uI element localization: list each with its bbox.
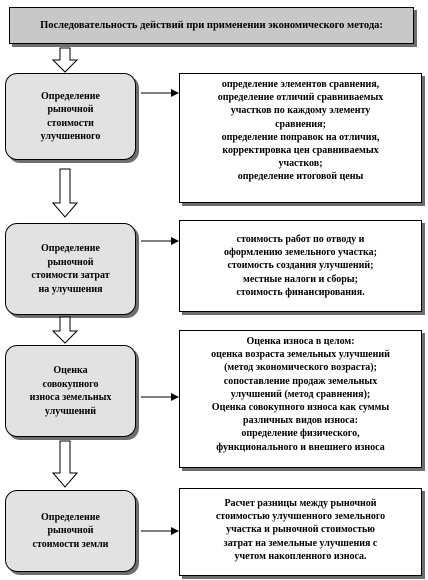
right-arrow-icon [141, 89, 179, 97]
detail-line: сопоставление продаж земельных [223, 375, 378, 387]
details-land-market-value: Расчет разницы между рыночной стоимостью… [179, 488, 422, 576]
detail-line: сравнения; [275, 118, 326, 130]
down-arrow-icon [52, 47, 78, 73]
details-cost-of-improvements: стоимость работ по отводу и оформлению з… [179, 220, 422, 312]
detail-line: определение итоговой цены [237, 171, 364, 183]
detail-line: учетом накопленного износа. [234, 550, 367, 562]
step-land-market-value: Определение рыночной стоимости земли [5, 490, 136, 572]
detail-line: определение поправок на отличия, [221, 131, 380, 143]
detail-line: стоимостью улучшенного земельного [215, 511, 386, 523]
detail-line: определение элементов сравнения, [221, 79, 380, 90]
step-market-value-improved: Определение рыночной стоимости улучшенно… [5, 73, 136, 160]
detail-line: определение физического, [241, 428, 360, 440]
right-arrow-icon [141, 527, 179, 535]
detail-line: Расчет разницы между рыночной [224, 498, 377, 509]
detail-line: (метод экономического возраста); [224, 362, 377, 374]
detail-line: затрат на земельные улучшения с [223, 537, 378, 549]
right-arrow-icon [141, 393, 179, 401]
step-cost-of-improvements: Определение рыночной стоимости затрат на… [5, 223, 136, 315]
detail-line: улучшений (метод сравнения); [230, 388, 371, 400]
detail-line: участков по каждому элементу [230, 105, 371, 117]
detail-line: Оценка совокупного износа как суммы [211, 401, 390, 413]
detail-line: стоимость создания улучшений; [227, 260, 374, 272]
down-arrow-icon [52, 168, 78, 218]
method-title: Последовательность действий при применен… [9, 7, 414, 44]
detail-line: местные налоги и сборы; [243, 273, 358, 285]
detail-line: оформлению земельного участка; [224, 247, 377, 259]
detail-line: участков; [278, 158, 323, 170]
detail-line: оценка возраста земельных улучшений [211, 349, 390, 361]
down-arrow-icon [52, 316, 78, 344]
details-accumulated-depreciation: Оценка износа в целом: оценка возраста з… [179, 330, 422, 468]
step-accumulated-depreciation: Оценка совокупного износа земельных улуч… [5, 345, 136, 437]
detail-line: Оценка износа в целом: [246, 336, 355, 347]
detail-line: стоимость работ по отводу и [236, 234, 365, 245]
detail-line: стоимость финансирования. [236, 286, 365, 298]
details-market-value-improved: определение элементов сравнения, определ… [179, 73, 422, 203]
detail-line: участка и рыночной стоимостью [226, 524, 375, 536]
detail-line: различных видов износа: [243, 415, 358, 427]
detail-line: функционального и внешнего износа [216, 441, 385, 453]
right-arrow-icon [141, 237, 179, 245]
detail-line: корректировка цен сравниваемых [222, 144, 379, 156]
detail-line: определение отличий сравниваемых [217, 92, 384, 104]
down-arrow-icon [52, 440, 78, 488]
